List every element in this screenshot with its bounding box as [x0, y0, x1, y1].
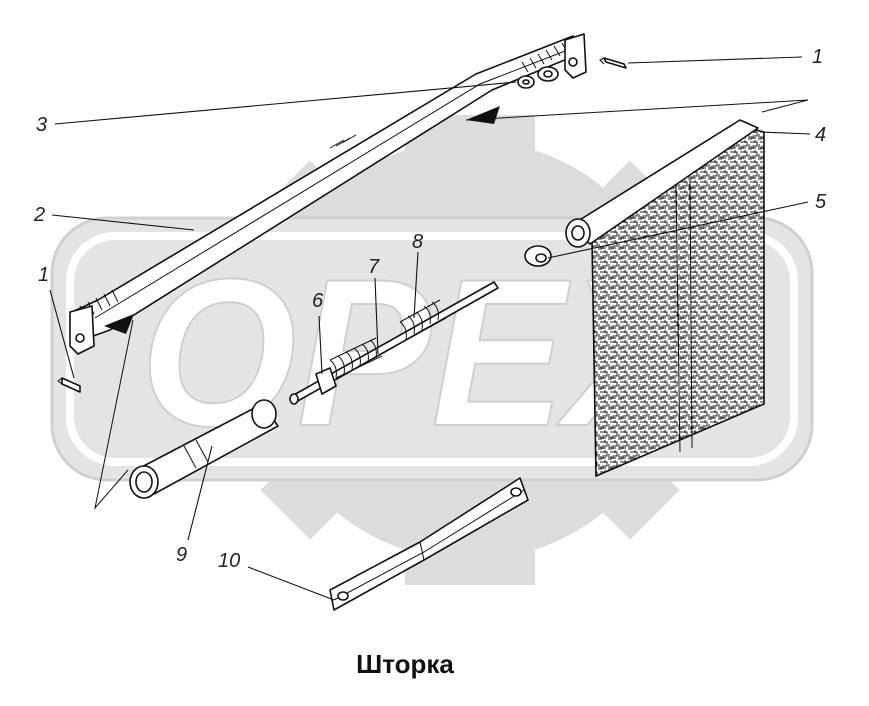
callout-3: 3 [36, 114, 47, 136]
part-3-washers [517, 66, 559, 89]
part-1-cotter-pin-top [599, 57, 627, 69]
callout-4: 4 [815, 124, 826, 146]
parts-6-7-8-shaft-springs [289, 281, 499, 405]
callouts: 1 1 2 3 4 5 6 7 8 9 10 [33, 46, 827, 572]
part-9-tube [129, 399, 279, 499]
part-1-cotter-pin-left [57, 377, 81, 393]
callout-1-left: 1 [38, 264, 49, 286]
callout-10: 10 [218, 550, 240, 572]
leader-lines [49, 56, 811, 601]
part-4-shutter-curtain [565, 119, 765, 478]
part-2-bar [69, 33, 587, 355]
callout-7: 7 [368, 256, 380, 278]
part-10-strap [329, 477, 529, 611]
callout-1-top: 1 [812, 46, 823, 68]
callout-5: 5 [815, 191, 827, 213]
part-5-washer [524, 245, 552, 267]
callout-9: 9 [176, 544, 187, 566]
diagram-caption: Шторка [356, 649, 454, 679]
callout-8: 8 [412, 231, 423, 253]
assembly-arrows [94, 99, 809, 510]
callout-6: 6 [312, 290, 324, 312]
callout-2: 2 [33, 204, 45, 226]
